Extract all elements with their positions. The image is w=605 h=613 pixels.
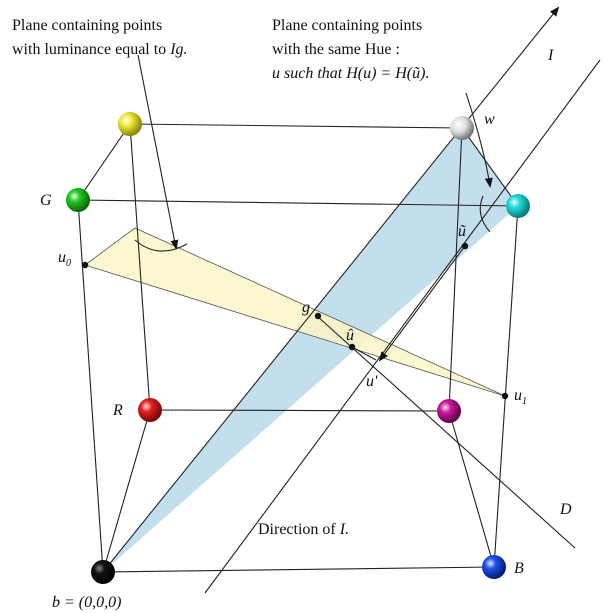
point-u-hat [348, 343, 356, 351]
edge-green-black [77, 199, 104, 573]
point-label-u0: u0 [58, 249, 71, 269]
vertex-label-b: b = (0,0,0) [52, 594, 121, 611]
sphere-blue [482, 555, 506, 579]
luminance-angle-arc [134, 239, 188, 252]
hue-angle-arc [479, 195, 491, 233]
segment-uhat-uprime [351, 346, 377, 361]
hue-plane-pointer [465, 92, 493, 188]
point-u0 [81, 261, 89, 269]
vertex-label-G: G [40, 192, 52, 209]
line-label-D: D [559, 501, 572, 518]
edge-cyan-blue [493, 205, 519, 568]
direction-of-I-var: I. [339, 521, 349, 538]
edge-black-blue [102, 566, 495, 573]
sphere-magenta [437, 399, 461, 423]
line-D [316, 315, 576, 549]
hue-plane-text-line2: with the same Hue : [272, 41, 400, 58]
edge-red-black [102, 409, 151, 573]
point-label-g: g [302, 299, 310, 316]
u0-main: u [58, 249, 66, 266]
axis-I [102, 6, 560, 573]
edge-white-magenta [448, 127, 463, 412]
hue-plane-text-line3: u such that H(u) = H(ũ). [272, 65, 429, 82]
luminance-plane-text-var: Ig. [169, 41, 187, 58]
luminance-plane [84, 227, 506, 397]
direction-of-I-prefix: Direction of [258, 521, 340, 538]
sphere-yellow [118, 112, 142, 136]
edge-yellow-green [77, 123, 131, 201]
u1-main: u [514, 387, 522, 404]
luminance-plane-text-prefix: with luminance equal to [12, 41, 170, 58]
edge-red-magenta [149, 409, 450, 412]
point-label-u-hat: û [346, 327, 354, 344]
vertex-label-w: w [484, 111, 495, 128]
point-label-u-tilde: ũ [458, 223, 466, 240]
sphere-red [138, 398, 162, 422]
point-u1 [501, 392, 509, 400]
luminance-plane-text-line1: Plane containing points [12, 17, 162, 34]
sphere-black [91, 560, 115, 584]
luminance-plane-pointer [137, 54, 179, 250]
sphere-white [450, 116, 474, 140]
direction-of-I-line [204, 59, 601, 594]
point-u-tilde [461, 242, 469, 250]
u1-sub: 1 [522, 396, 527, 407]
line-label-I: I [547, 47, 554, 64]
hue-plane-text-line1: Plane containing points [272, 17, 422, 34]
point-label-u-prime: u' [366, 373, 378, 390]
edge-yellow-white [129, 123, 463, 129]
vertex-label-B: B [514, 560, 524, 577]
sphere-cyan [506, 194, 530, 218]
edge-magenta-blue [448, 410, 495, 568]
luminance-plane-text-line2: with luminance equal to Ig. [12, 41, 188, 58]
edge-yellow-red [129, 123, 151, 411]
vertex-label-R: R [112, 402, 123, 419]
projection-u-tilde-u-prime [378, 245, 466, 362]
hue-plane [103, 128, 518, 572]
sphere-green [66, 188, 90, 212]
point-label-u1: u1 [514, 387, 527, 407]
edge-green-cyan [77, 199, 519, 207]
u0-sub: 0 [66, 258, 71, 269]
point-g [314, 312, 322, 320]
edge-white-cyan [461, 127, 519, 207]
direction-of-I-text: Direction of I. [258, 521, 349, 538]
